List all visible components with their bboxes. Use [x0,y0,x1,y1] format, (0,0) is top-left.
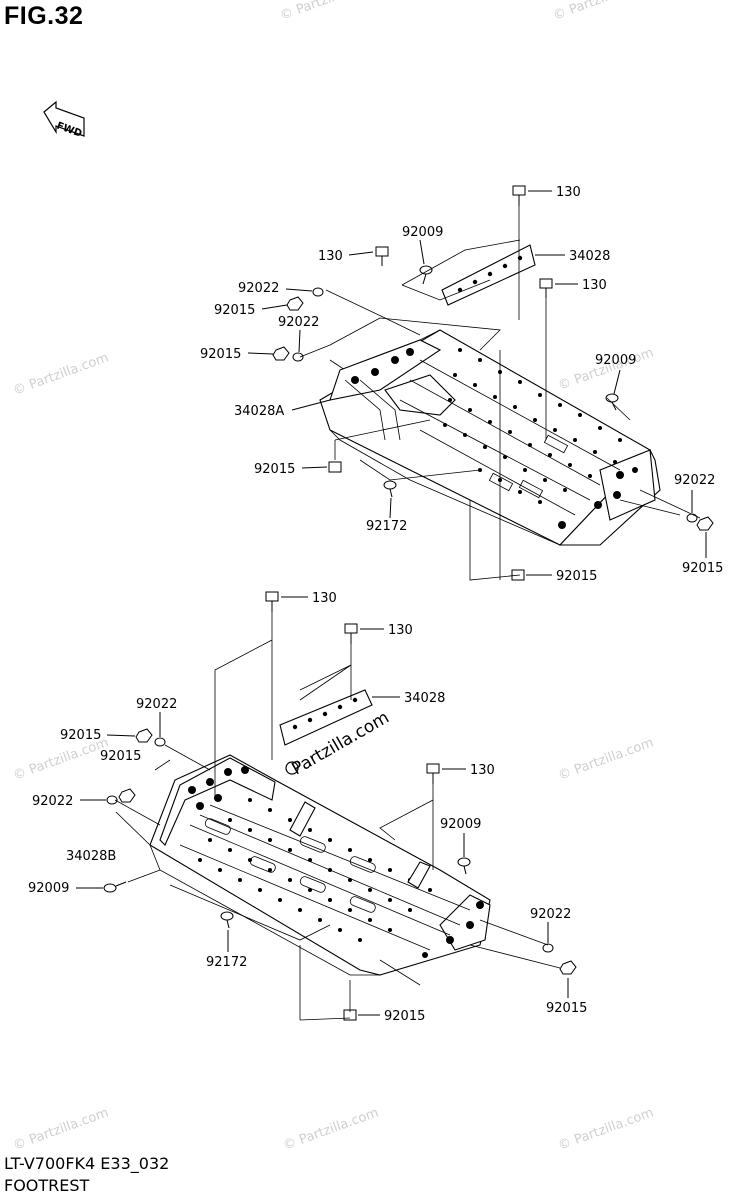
callout-92022: 92022 [136,697,177,712]
screw-icon [383,480,397,498]
bolt-icon [344,623,358,644]
watermark-text: © Partzilla.com [281,1105,380,1153]
callout-92015: 92015 [214,303,255,318]
callout-92015: 92015 [60,728,101,743]
upper-bracket-34028 [441,244,536,306]
screw-icon [220,911,234,929]
callout-92015: 92015 [100,749,141,764]
washer-icon [154,737,166,747]
callout-34028A: 34028A [234,404,284,419]
bolt-icon [265,591,279,612]
screw-icon [419,265,433,285]
watermark-text: © Partzilla.com [551,0,650,24]
screw-icon [457,857,471,875]
callout-130: 130 [556,185,581,200]
lower-footrest-plate [149,754,491,976]
washer-icon [106,795,118,805]
callout-92009: 92009 [440,817,481,832]
callout-92172: 92172 [366,519,407,534]
lower-leader-lines [114,612,561,1021]
upper-footrest-assembly: 130 92009 34028 130 130 92022 92015 9202… [200,185,723,584]
watermark-text: © Partzilla.com [11,350,110,398]
upper-leader-lines [299,206,701,581]
upper-footrest-plate [319,329,661,546]
washer-icon [542,943,554,953]
lower-bracket-34028: Partzilla.com [279,689,393,779]
callout-92015: 92015 [384,1009,425,1024]
callout-92009: 92009 [595,353,636,368]
callout-34028: 34028 [404,691,445,706]
bolt-icon [539,278,553,298]
callout-130: 130 [582,278,607,293]
callout-92172: 92172 [206,955,247,970]
model-code: LT-V700FK4 E33_032 [4,1154,170,1173]
callout-92022: 92022 [674,473,715,488]
upper-callout-labels: 130 92009 34028 130 130 92022 92015 9202… [200,185,723,584]
watermark-text: © Partzilla.com [278,0,377,24]
callout-92022: 92022 [32,794,73,809]
washer-icon [312,287,324,297]
bolt-icon [512,185,526,206]
screw-icon [605,393,619,411]
callout-34028: 34028 [569,249,610,264]
nut-icon [286,296,304,311]
callout-92009: 92009 [402,225,443,240]
callout-130: 130 [318,249,343,264]
callout-92022: 92022 [278,315,319,330]
callout-92015: 92015 [254,462,295,477]
nut-icon [328,461,342,473]
nut-icon [272,346,290,361]
screw-icon [103,881,127,893]
nut-icon [135,728,153,743]
washer-icon [686,513,698,523]
watermark-text: © Partzilla.com [556,735,655,783]
nut-icon [118,788,136,803]
bolt-icon [375,246,389,266]
figure-title: FIG.32 [4,2,84,30]
lower-footrest-assembly: Partzilla.com [28,591,587,1024]
callout-92015: 92015 [682,561,723,576]
callout-92022: 92022 [238,281,279,296]
callout-92015: 92015 [200,347,241,362]
callout-130: 130 [470,763,495,778]
bolt-icon [426,763,440,784]
nut-icon [559,960,577,975]
nut-icon [696,516,714,531]
section-name: FOOTREST [4,1176,90,1195]
callout-92015: 92015 [556,569,597,584]
callout-92015: 92015 [546,1001,587,1016]
callout-130: 130 [312,591,337,606]
callout-34028B: 34028B [66,849,116,864]
callout-92009: 92009 [28,881,69,896]
callout-130: 130 [388,623,413,638]
watermark-text: © Partzilla.com [556,1105,655,1153]
lower-callout-labels: 130 130 34028 92022 92015 92015 130 9202… [28,591,587,1024]
watermark-text: © Partzilla.com [11,1105,110,1153]
fwd-arrow-icon: FWD [43,100,85,140]
callout-92022: 92022 [530,907,571,922]
washer-icon [292,352,304,362]
